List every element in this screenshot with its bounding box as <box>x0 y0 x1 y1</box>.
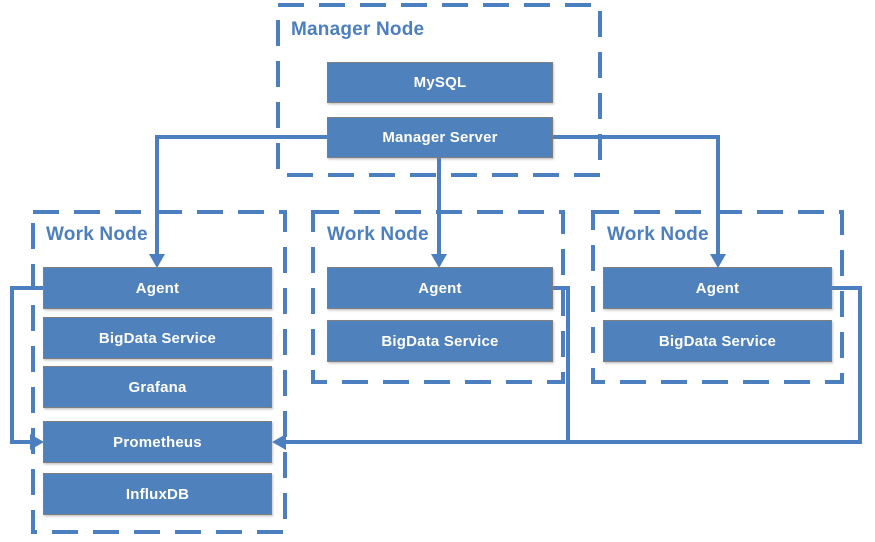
box-work2-bigdata-service: BigData Service <box>327 320 553 362</box>
arrowhead-prometheus-left <box>30 434 44 450</box>
connector-manager-to-work3-agent <box>553 135 720 256</box>
manager-node-label: Manager Node <box>291 19 425 40</box>
box-work1-prometheus: Prometheus <box>43 421 272 463</box>
box-work3-agent: Agent <box>603 267 832 309</box>
box-manager-server: Manager Server <box>327 117 553 158</box>
arrowhead-work1-agent <box>149 254 165 268</box>
arrowhead-work3-agent <box>710 254 726 268</box>
box-mysql: MySQL <box>327 62 553 103</box>
arrowhead-work2-agent <box>431 254 447 268</box>
connector-work3-agent-to-prometheus <box>286 286 862 444</box>
connector-work1-agent-to-prometheus <box>10 286 45 444</box>
box-work1-bigdata-service: BigData Service <box>43 317 272 359</box>
work-node-2-label: Work Node <box>327 224 429 245</box>
work-node-1-label: Work Node <box>46 224 148 245</box>
work-node-3-label: Work Node <box>607 224 709 245</box>
connector-manager-to-work1-agent <box>155 135 327 256</box>
connector-work2-agent-to-bus <box>553 286 570 442</box>
box-work1-influxdb: InfluxDB <box>43 473 272 515</box>
arrowhead-prometheus-right <box>272 434 286 450</box>
box-work3-bigdata-service: BigData Service <box>603 320 832 362</box>
box-work1-agent: Agent <box>43 267 272 309</box>
box-work2-agent: Agent <box>327 267 553 309</box>
box-work1-grafana: Grafana <box>43 366 272 408</box>
